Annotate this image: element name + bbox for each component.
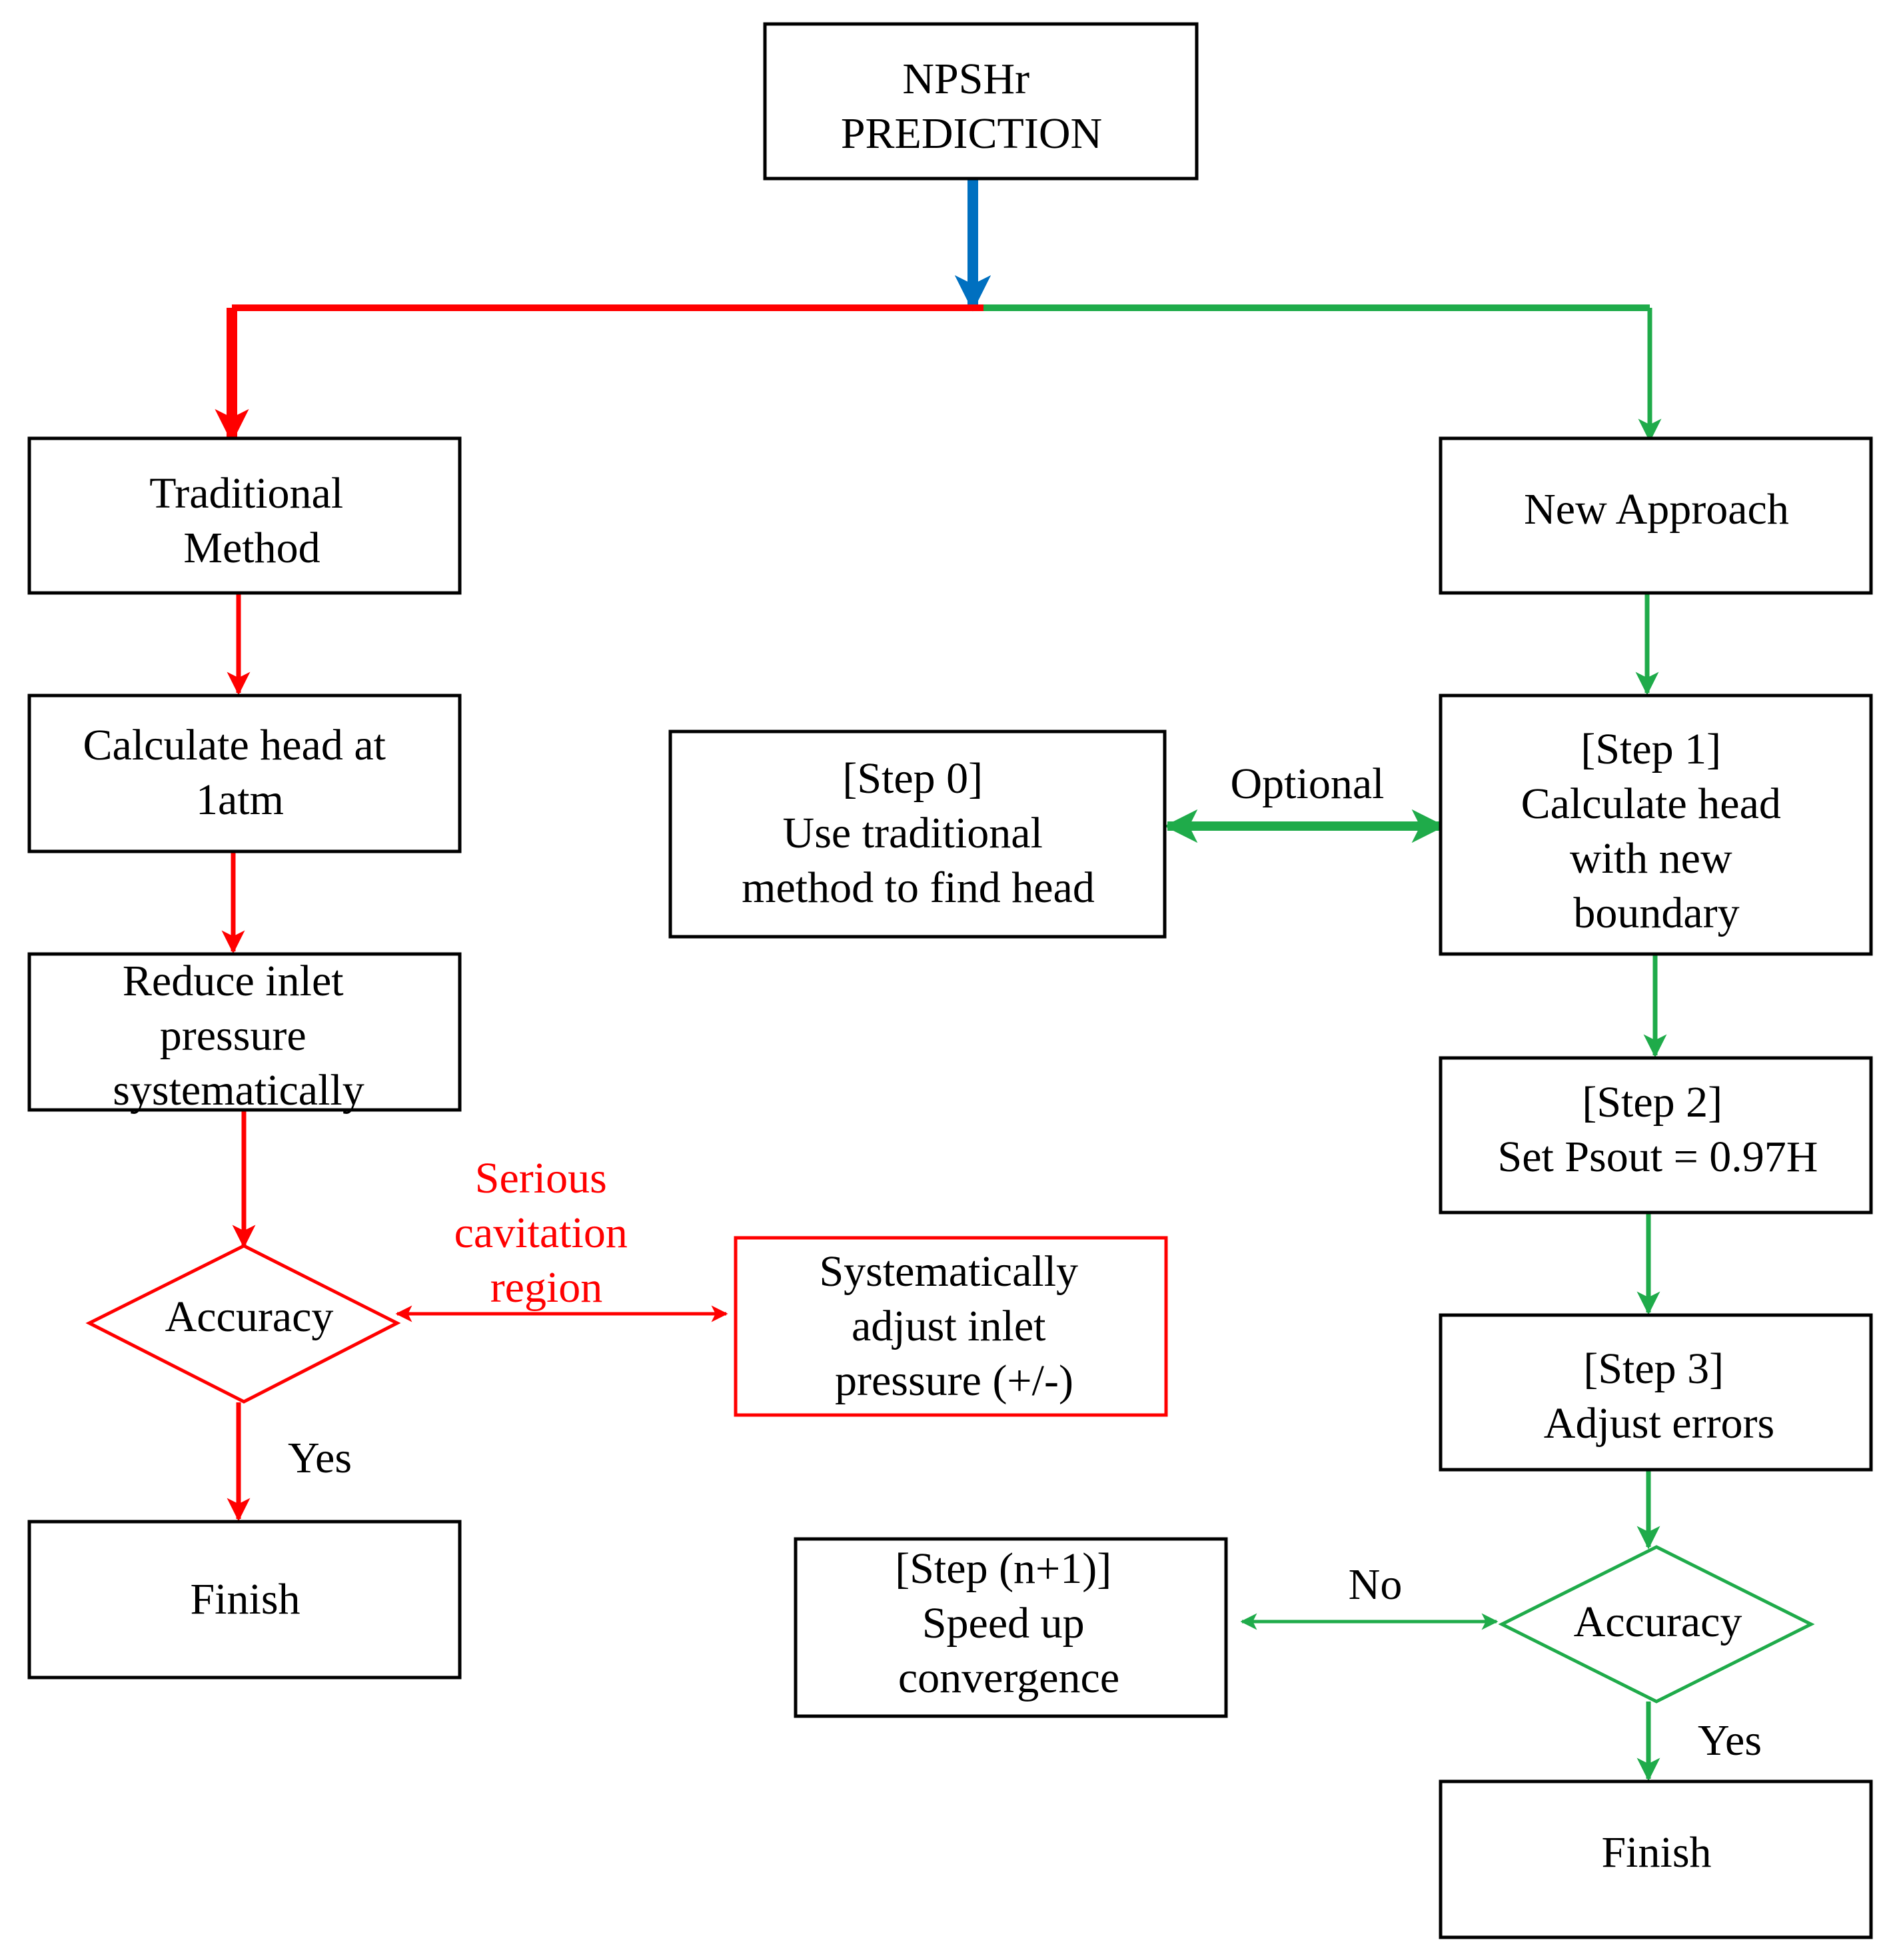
node-line: New Approach <box>1524 485 1789 534</box>
label-line: region <box>490 1263 603 1312</box>
node-text: Calculate head at 1atm <box>83 721 397 824</box>
node-step-1: [Step 1] Calculate head with new boundar… <box>1439 694 1873 956</box>
node-line: Set Psout = 0.97H <box>1498 1133 1818 1181</box>
label-optional: Optional <box>1231 759 1385 808</box>
label-line: Serious <box>475 1154 607 1203</box>
node-line: Traditional <box>149 469 343 518</box>
node-text: Reduce inlet pressure systematically <box>113 957 364 1115</box>
node-finish-right: Finish <box>1439 1779 1873 1939</box>
node-finish-left: Finish <box>27 1520 462 1680</box>
node-text: [Step 1] Calculate head with new boundar… <box>1521 725 1792 937</box>
node-line: with new <box>1570 834 1732 883</box>
node-line: NPSHr <box>902 55 1029 103</box>
label-line: cavitation <box>454 1209 628 1257</box>
node-line: pressure (+/-) <box>835 1356 1073 1405</box>
node-line: convergence <box>898 1654 1119 1702</box>
node-step-0: [Step 0] Use traditional method to find … <box>668 730 1167 939</box>
nodes: NPSHr PREDICTION Traditional Method Calc… <box>27 22 1873 1939</box>
node-line: Reduce inlet <box>123 957 344 1005</box>
node-adjust-inlet-pressure: Systematically adjust inlet pressure (+/… <box>734 1236 1168 1417</box>
node-line: PREDICTION <box>841 109 1102 158</box>
node-line: Adjust errors <box>1544 1399 1774 1448</box>
label-yes-left: Yes <box>288 1434 352 1482</box>
label-no-right: No <box>1349 1560 1403 1609</box>
node-text: New Approach <box>1524 485 1789 534</box>
node-accuracy-right: Accuracy <box>1498 1545 1815 1704</box>
node-text: [Step 0] Use traditional method to find … <box>742 754 1095 912</box>
node-new-approach: New Approach <box>1439 436 1873 595</box>
node-step-n1: [Step (n+1)] Speed up convergence <box>794 1537 1228 1718</box>
node-line: pressure <box>160 1011 307 1060</box>
node-reduce-inlet-pressure: Reduce inlet pressure systematically <box>27 952 462 1115</box>
node-line: Accuracy <box>165 1292 334 1341</box>
node-line: Systematically <box>819 1247 1078 1296</box>
node-line: [Step 0] <box>842 754 983 803</box>
node-step-2: [Step 2] Set Psout = 0.97H <box>1439 1056 1873 1215</box>
node-line: [Step 2] <box>1582 1078 1722 1127</box>
node-traditional-method: Traditional Method <box>27 436 462 595</box>
node-text: Finish <box>190 1575 300 1624</box>
connectors <box>215 179 1667 1781</box>
node-text: [Step 3] Adjust errors <box>1544 1344 1774 1448</box>
node-line: Calculate head at <box>83 721 386 769</box>
node-step-3: [Step 3] Adjust errors <box>1439 1313 1873 1472</box>
node-line: Use traditional <box>783 809 1043 857</box>
label-serious-cavitation-region: Serious cavitation region <box>454 1154 639 1312</box>
node-line: Accuracy <box>1574 1598 1742 1646</box>
node-line: [Step 1] <box>1581 725 1721 773</box>
node-line: [Step 3] <box>1583 1344 1724 1393</box>
node-text: Accuracy <box>165 1292 334 1341</box>
node-line: Calculate head <box>1521 779 1781 828</box>
node-line: systematically <box>113 1066 364 1115</box>
node-line: Speed up <box>922 1599 1085 1648</box>
node-line: Method <box>183 524 320 572</box>
node-line: method to find head <box>742 863 1095 912</box>
node-line: Finish <box>1601 1828 1711 1877</box>
node-accuracy-left: Accuracy <box>85 1244 401 1404</box>
node-npshr-prediction: NPSHr PREDICTION <box>763 22 1199 181</box>
node-text: Systematically adjust inlet pressure (+/… <box>819 1247 1089 1405</box>
node-line: 1atm <box>196 775 284 824</box>
node-line: [Step (n+1)] <box>895 1544 1111 1593</box>
node-text: NPSHr PREDICTION <box>841 55 1102 158</box>
node-text: Traditional Method <box>149 469 354 572</box>
node-text: Finish <box>1601 1828 1711 1877</box>
node-line: boundary <box>1573 889 1739 937</box>
node-calculate-head-1atm: Calculate head at 1atm <box>27 694 462 853</box>
node-line: Finish <box>190 1575 300 1624</box>
edge-labels: Optional Serious cavitation region Yes N… <box>288 759 1762 1765</box>
label-yes-right: Yes <box>1698 1716 1762 1765</box>
node-text: Accuracy <box>1574 1598 1742 1646</box>
node-text: [Step (n+1)] Speed up convergence <box>895 1544 1122 1702</box>
node-text: [Step 2] Set Psout = 0.97H <box>1498 1078 1818 1181</box>
node-line: adjust inlet <box>852 1302 1045 1350</box>
